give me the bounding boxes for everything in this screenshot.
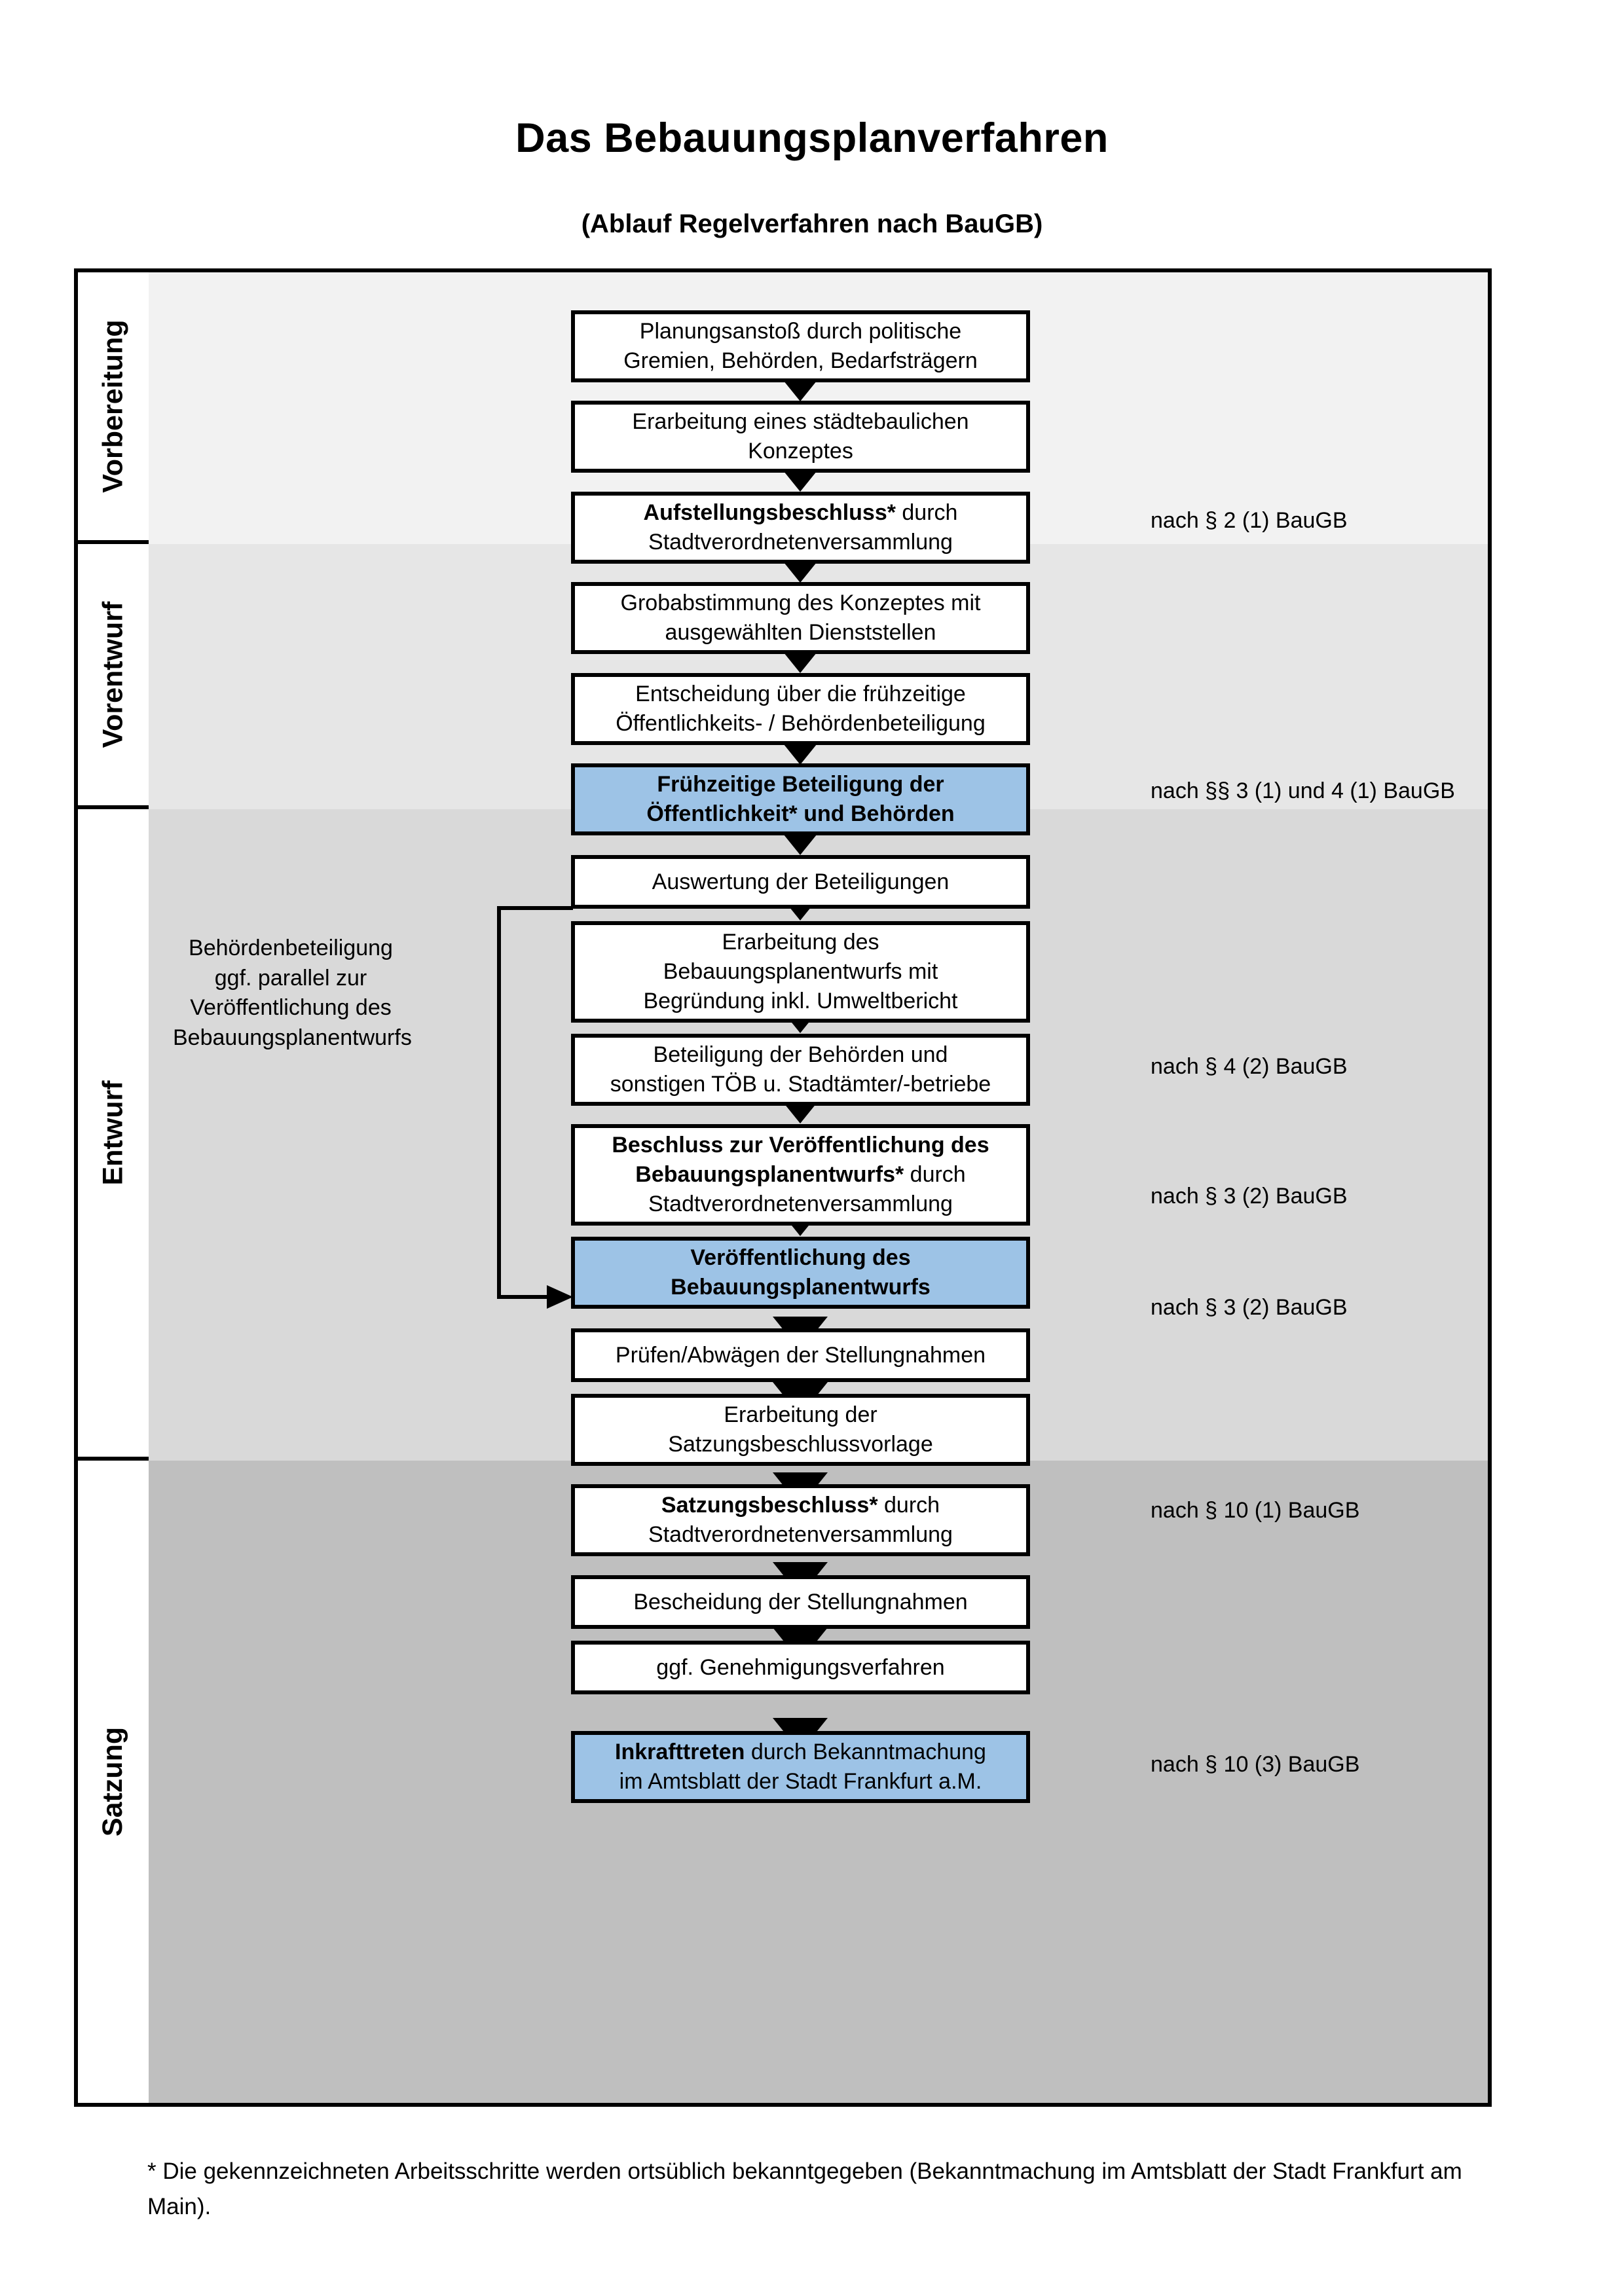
phase-label-vorentwurf: Vorentwurf (78, 544, 149, 809)
step-line-bold: Beschluss zur Veröffentlichung des (612, 1133, 989, 1158)
step-line: Prüfen/Abwägen der Stellungnahmen (615, 1342, 986, 1368)
step-box-fruehzeitige-beteiligung[interactable]: Frühzeitige Beteiligung der Öffentlichke… (571, 763, 1030, 835)
step-line-bold: Inkrafttreten (615, 1740, 745, 1765)
phase-label-entwurf: Entwurf (78, 809, 149, 1461)
footnote-text: * Die gekennzeichneten Arbeitsschritte w… (147, 2159, 1462, 2220)
step-box-grobabstimmung[interactable]: Grobabstimmung des Konzeptes mit ausgewä… (571, 582, 1030, 654)
step-line: im Amtsblatt der Stadt Frankfurt a.M. (619, 1769, 982, 1794)
step-line: Beteiligung der Behörden und (653, 1042, 948, 1068)
step-line: Auswertung der Beteiligungen (652, 869, 950, 894)
step-box-aufstellungsbeschluss[interactable]: Aufstellungsbeschluss* durch Stadtverord… (571, 492, 1030, 564)
step-line: Erarbeitung eines städtebaulichen (632, 409, 969, 435)
step-line: ggf. Genehmigungsverfahren (656, 1654, 945, 1680)
phase-label-text: Satzung (97, 1726, 129, 1837)
legal-note-paragraph-2-1: nach § 2 (1) BauGB (1151, 508, 1348, 533)
step-line: Satzungsbeschluss* durch (661, 1493, 940, 1518)
phase-label-text: Entwurf (97, 1080, 129, 1186)
legal-note-paragraph-3-2-b: nach § 3 (2) BauGB (1151, 1295, 1348, 1320)
flowchart-frame: Vorbereitung Vorentwurf Entwurf Satzung … (74, 268, 1492, 2107)
step-box-beschluss-veroeffentlichung[interactable]: Beschluss zur Veröffentlichung des Bebau… (571, 1124, 1030, 1226)
step-line: Beschluss zur Veröffentlichung des (612, 1131, 989, 1160)
step-line: Aufstellungsbeschluss* durch (643, 500, 958, 526)
step-line: Satzungsbeschlussvorlage (668, 1432, 933, 1457)
step-line: Gremien, Behörden, Bedarfsträgern (623, 348, 978, 373)
bracket-vertical-segment (497, 906, 501, 1299)
step-line: Bebauungsplanentwurfs* durch (635, 1162, 966, 1188)
phase-label-text: Vorbereitung (97, 319, 129, 493)
page-subtitle: (Ablauf Regelverfahren nach BauGB) (581, 210, 1043, 238)
step-line: Frühzeitige Beteiligung der (657, 772, 944, 797)
legal-note-paragraph-10-3: nach § 10 (3) BauGB (1151, 1752, 1360, 1777)
side-note-behoerdenbeteiligung: Behördenbeteiligung ggf. parallel zur Ve… (173, 934, 412, 1053)
step-box-genehmigungsverfahren[interactable]: ggf. Genehmigungsverfahren (571, 1641, 1030, 1694)
step-box-entscheidung-beteiligung[interactable]: Entscheidung über die frühzeitige Öffent… (571, 673, 1030, 745)
phase-label-satzung: Satzung (78, 1461, 149, 2103)
step-line: Veröffentlichung des (690, 1245, 911, 1271)
step-box-bescheidung[interactable]: Bescheidung der Stellungnahmen (571, 1575, 1030, 1629)
legal-note-paragraph-4-2: nach § 4 (2) BauGB (1151, 1054, 1348, 1079)
step-line: Begründung inkl. Umweltbericht (643, 988, 958, 1013)
step-line: Inkrafttreten durch Bekanntmachung (615, 1740, 986, 1765)
legal-note-paragraph-10-1: nach § 10 (1) BauGB (1151, 1498, 1360, 1523)
legal-note-paragraph-3-2-a: nach § 3 (2) BauGB (1151, 1184, 1348, 1209)
step-line: Erarbeitung der (724, 1402, 877, 1428)
step-box-satzungsvorlage[interactable]: Erarbeitung der Satzungsbeschlussvorlage (571, 1394, 1030, 1466)
step-box-satzungsbeschluss[interactable]: Satzungsbeschluss* durch Stadtverordnete… (571, 1484, 1030, 1556)
step-box-veroeffentlichung[interactable]: Veröffentlichung des Bebauungsplanentwur… (571, 1237, 1030, 1309)
step-line: Stadtverordnetenversammlung (648, 1191, 953, 1216)
step-line: Erarbeitung des (722, 930, 879, 955)
side-note-line: Veröffentlichung des (190, 995, 392, 1021)
step-line: Bebauungsplanentwurfs mit (663, 959, 938, 985)
side-note-line: Bebauungsplanentwurfs (173, 1025, 412, 1050)
step-box-erarbeitung-entwurf[interactable]: Erarbeitung des Bebauungsplanentwurfs mi… (571, 921, 1030, 1023)
step-line: Stadtverordnetenversammlung (648, 1522, 953, 1547)
step-line: Öffentlichkeit* und Behörden (646, 801, 955, 826)
step-line: ausgewählten Dienststellen (665, 620, 936, 645)
legal-note-paragraph-3-1-4-1: nach §§ 3 (1) und 4 (1) BauGB (1151, 778, 1455, 803)
step-box-konzept[interactable]: Erarbeitung eines städtebaulichen Konzep… (571, 401, 1030, 473)
page-title: Das Bebauungsplanverfahren (515, 115, 1109, 161)
step-line: Grobabstimmung des Konzeptes mit (620, 591, 981, 616)
step-line-bold: Aufstellungsbeschluss* (643, 500, 896, 526)
step-line: Bescheidung der Stellungnahmen (633, 1589, 968, 1614)
side-note-line: ggf. parallel zur (214, 965, 367, 991)
step-line: sonstigen TÖB u. Stadtämter/-betriebe (610, 1072, 991, 1097)
bracket-bottom-segment (497, 1295, 556, 1299)
phase-label-vorbereitung: Vorbereitung (78, 272, 149, 544)
step-line-bold: Satzungsbeschluss* (661, 1493, 878, 1518)
step-line: Bebauungsplanentwurfs (671, 1275, 931, 1300)
step-box-planungsanstoss[interactable]: Planungsanstoß durch politische Gremien,… (571, 310, 1030, 382)
step-box-beteiligung-behoerden[interactable]: Beteiligung der Behörden und sonstigen T… (571, 1034, 1030, 1106)
phase-label-column: Vorbereitung Vorentwurf Entwurf Satzung (78, 272, 149, 2103)
side-note-line: Behördenbeteiligung (189, 936, 393, 960)
step-line-bold: Bebauungsplanentwurfs* (635, 1162, 904, 1188)
step-line: Öffentlichkeits- / Behördenbeteiligung (616, 711, 986, 736)
phase-label-text: Vorentwurf (97, 601, 129, 748)
step-line: Planungsanstoß durch politische (639, 319, 962, 344)
step-box-auswertung[interactable]: Auswertung der Beteiligungen (571, 855, 1030, 909)
bracket-top-segment (497, 906, 573, 910)
step-box-pruefen-abwaegen[interactable]: Prüfen/Abwägen der Stellungnahmen (571, 1328, 1030, 1382)
step-line: Stadtverordnetenversammlung (648, 530, 953, 555)
step-line: Konzeptes (748, 439, 853, 464)
step-box-inkrafttreten[interactable]: Inkrafttreten durch Bekanntmachung im Am… (571, 1731, 1030, 1803)
step-line: Entscheidung über die frühzeitige (635, 682, 966, 707)
